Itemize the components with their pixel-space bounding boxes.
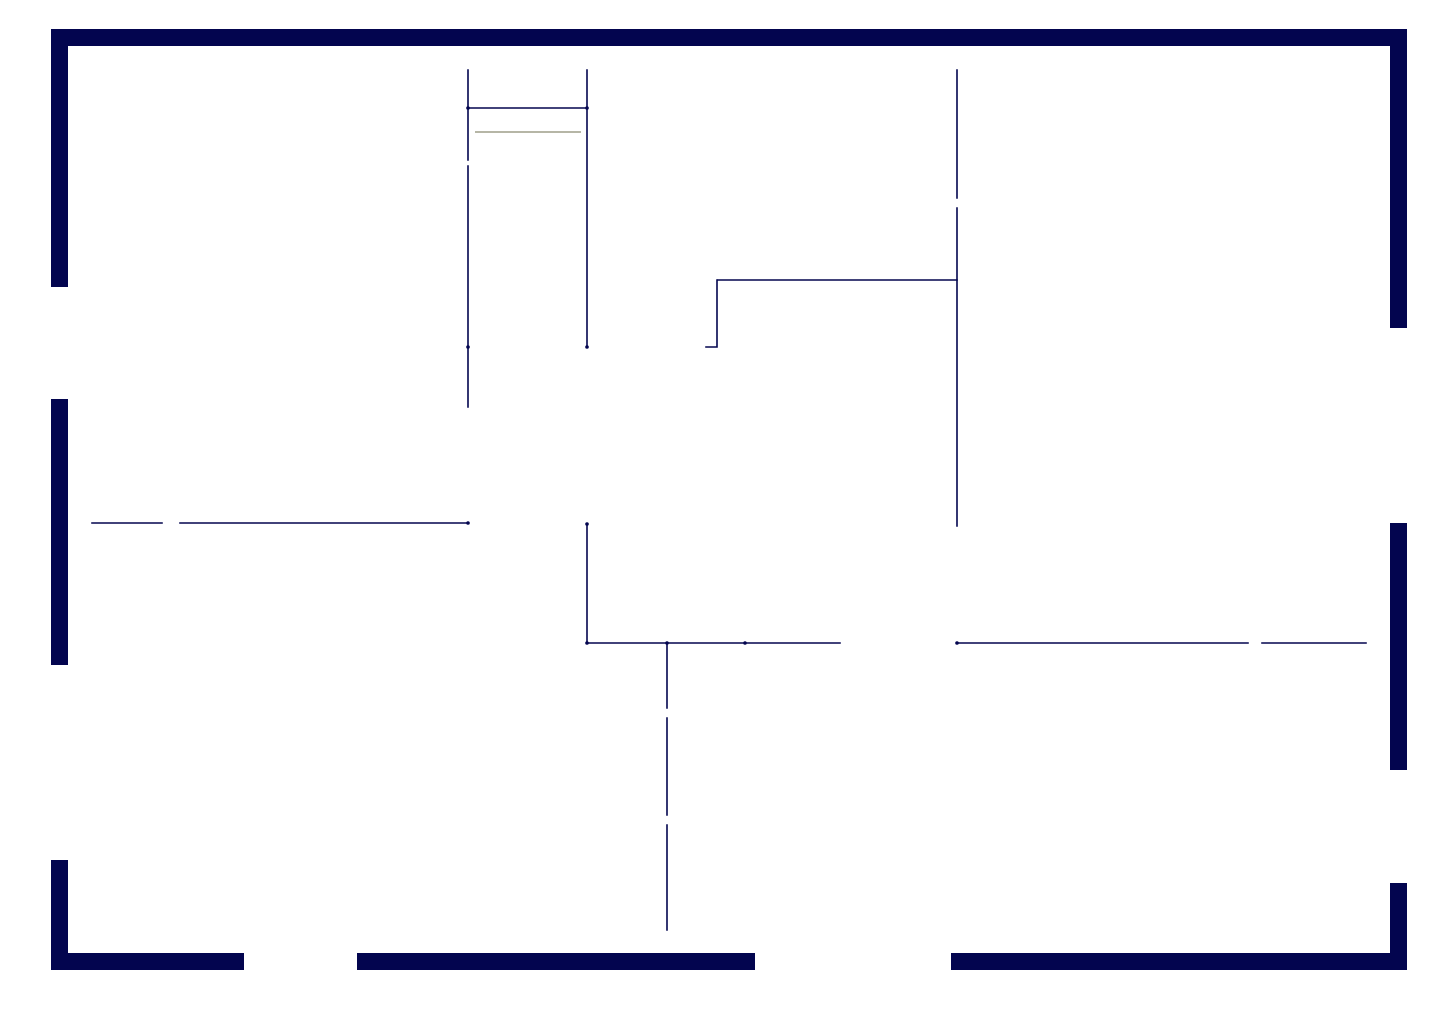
wall-junction-dot xyxy=(665,641,669,645)
wall-right-lower xyxy=(1390,883,1407,970)
interior-wall-step xyxy=(705,279,718,348)
wall-junction-dot xyxy=(743,641,747,645)
wall-right-upper xyxy=(1390,29,1407,328)
wall-junction-dot xyxy=(955,641,959,645)
wall-bottom-middle xyxy=(357,953,755,970)
wall-right-middle xyxy=(1390,523,1407,770)
wall-junction-dot xyxy=(466,106,470,110)
wall-junction-dot xyxy=(585,106,589,110)
wall-junction-dot xyxy=(466,345,470,349)
wall-junction-dot xyxy=(585,345,589,349)
wall-left-middle xyxy=(51,399,68,665)
wall-bottom-right xyxy=(951,953,1407,970)
wall-bottom-left xyxy=(51,953,244,970)
wall-left-lower xyxy=(51,860,68,970)
wall-junction-dot xyxy=(585,522,589,526)
wall-junction-dot xyxy=(585,641,589,645)
interior-walls xyxy=(91,69,1367,931)
wall-top-right-segment xyxy=(711,29,1407,46)
wall-left-upper xyxy=(51,29,68,287)
wall-junction-dot xyxy=(466,521,470,525)
wall-top-left-segment xyxy=(51,29,711,46)
exterior-walls xyxy=(51,29,1407,970)
